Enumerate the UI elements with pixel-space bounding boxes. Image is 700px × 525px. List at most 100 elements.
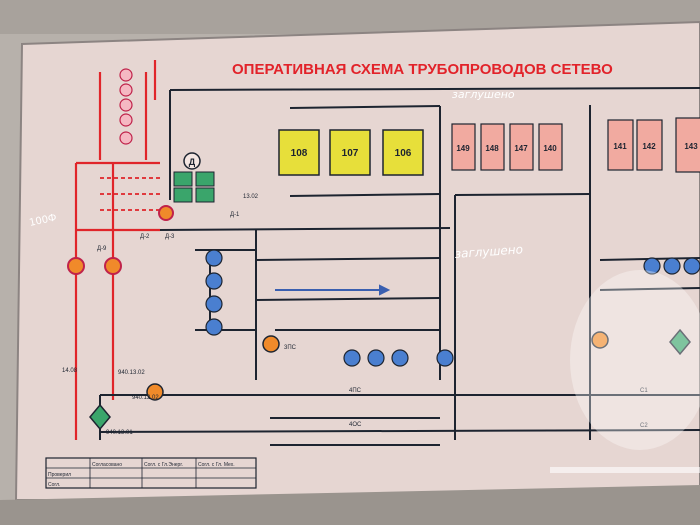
label-3pc: 3ПС — [284, 345, 297, 351]
orange-pump-right — [591, 331, 609, 349]
label-ch5: 13.02 — [243, 194, 259, 200]
board-title: ОПЕРАТИВНАЯ СХЕМА ТРУБОПРОВОДОВ СЕТЕВО — [232, 61, 613, 78]
top-header — [169, 87, 700, 91]
hx-green-1 — [173, 171, 193, 187]
chalk-zaglusheno-top: заглушено — [452, 88, 515, 101]
blue-row-pump-4 — [436, 349, 454, 367]
stamp-box: Согласовано Согл. с Гл.Энерг. Согл. с Гл… — [45, 457, 257, 489]
chalk-zaglusheno-mid: заглушено — [454, 242, 523, 261]
label-ch6: Д-1 — [230, 212, 240, 218]
stamp-outline — [45, 457, 257, 489]
right-blue-pump-2 — [663, 257, 681, 275]
red-pipes — [74, 60, 160, 440]
right-blue-pump-3 — [683, 257, 700, 275]
red-pump-left — [67, 257, 85, 275]
blue-pump-1 — [205, 249, 223, 267]
blue-flow-arrow — [379, 284, 391, 296]
tank-106 — [382, 129, 424, 176]
lower-header-2 — [255, 297, 441, 301]
hx-diamond-right — [669, 328, 691, 356]
tank-108 — [278, 129, 320, 176]
label-ch2: 940.13.02 — [118, 370, 145, 376]
tank-107-label: 107 — [342, 148, 359, 159]
label-c1: С1 — [640, 388, 648, 394]
tank-142 — [636, 119, 663, 171]
label-4oc: 4ОС — [349, 422, 362, 428]
blue-row-pump-3 — [391, 349, 409, 367]
lower-header — [255, 257, 441, 261]
label-ch4: 940.13.01 — [106, 430, 133, 436]
dark-pipes — [99, 87, 700, 446]
tank-106-label: 106 — [395, 148, 412, 159]
tank-147-label: 147 — [514, 144, 528, 153]
red-pump-stack — [119, 68, 133, 145]
board-shadow — [0, 485, 700, 525]
red-stack-pump-3 — [119, 98, 133, 112]
blue-pump-2 — [205, 272, 223, 290]
blue-pump-4 — [205, 318, 223, 336]
tank-147 — [509, 123, 534, 171]
hx-green-2 — [195, 171, 215, 187]
tank-149-label: 149 — [456, 144, 470, 153]
d-unit-label: Д — [189, 157, 196, 167]
tank-feed-top — [289, 105, 441, 109]
red-stack-pump-4 — [119, 113, 133, 127]
right-blue-pump-1 — [643, 257, 661, 275]
pink-feed — [454, 193, 591, 196]
tank-142-label: 142 — [642, 142, 656, 151]
label-c2: С2 — [640, 423, 648, 429]
label-ch3: 940.12.02 — [132, 395, 159, 401]
label-4pc: 4ПС — [349, 388, 362, 394]
red-stack-pump-2 — [119, 83, 133, 97]
blue-row-pump-1 — [343, 349, 361, 367]
label-ch9: Д-9 — [97, 246, 107, 252]
tank-143-label: 143 — [684, 142, 698, 151]
tank-148 — [480, 123, 505, 171]
pink-tanks: 149 148 147 140 141 142 143 — [451, 117, 700, 173]
flow-lines-blue — [275, 284, 391, 296]
hx-green-3 — [173, 187, 193, 203]
label-ch8: Д-3 — [165, 234, 175, 240]
red-pump-right — [104, 257, 122, 275]
tank-148-label: 148 — [485, 144, 499, 153]
mid-header — [159, 227, 451, 231]
stamp-cell-2: Согл. с Гл.Энерг. — [144, 462, 183, 468]
c2-line — [99, 429, 700, 433]
orange-pump-mid — [262, 335, 280, 353]
orange-pump-top — [158, 205, 174, 221]
tank-feed-bottom — [289, 193, 441, 197]
blue-pump-3 — [205, 295, 223, 313]
blue-row-pump-2 — [367, 349, 385, 367]
tank-149 — [451, 123, 476, 171]
d-unit-circle — [183, 152, 201, 170]
stamp-cell-3: Согл. с Гл. Мех. — [198, 462, 235, 468]
tank-140-label: 140 — [543, 144, 557, 153]
right-pump-header-2 — [599, 287, 700, 291]
label-ch1: 14.08 — [62, 368, 78, 374]
tank-141-label: 141 — [613, 142, 627, 151]
orange-pump-bottom — [146, 383, 164, 401]
tank-140 — [538, 123, 563, 171]
right-blue-pumps — [643, 257, 700, 275]
stamp-cell-1: Согласовано — [92, 462, 122, 468]
blue-pump-row — [343, 349, 454, 367]
hx-diamond-bottom — [89, 403, 111, 431]
label-ch7: Д-2 — [140, 234, 150, 240]
stamp-cell-5: Согл. — [48, 482, 60, 488]
tank-143 — [675, 117, 700, 173]
blue-pump-column-group — [205, 249, 223, 336]
hx-green-4 — [195, 187, 215, 203]
red-dashed-pipes — [100, 177, 160, 211]
d-unit: Д — [173, 152, 215, 203]
red-stack-pump-5 — [119, 131, 133, 145]
tank-108-label: 108 — [291, 148, 308, 159]
yellow-tanks: 108 107 106 — [278, 129, 424, 176]
red-stack-pump-1 — [119, 68, 133, 82]
tank-107 — [329, 129, 371, 176]
stamp-cell-4: Проверил — [48, 472, 71, 478]
tank-141 — [607, 119, 634, 171]
light-glare — [570, 270, 700, 450]
small-pipe-labels: 4ПС 4ОС С1 С2 3ПС 14.08 940.13.02 940.12… — [62, 194, 648, 436]
